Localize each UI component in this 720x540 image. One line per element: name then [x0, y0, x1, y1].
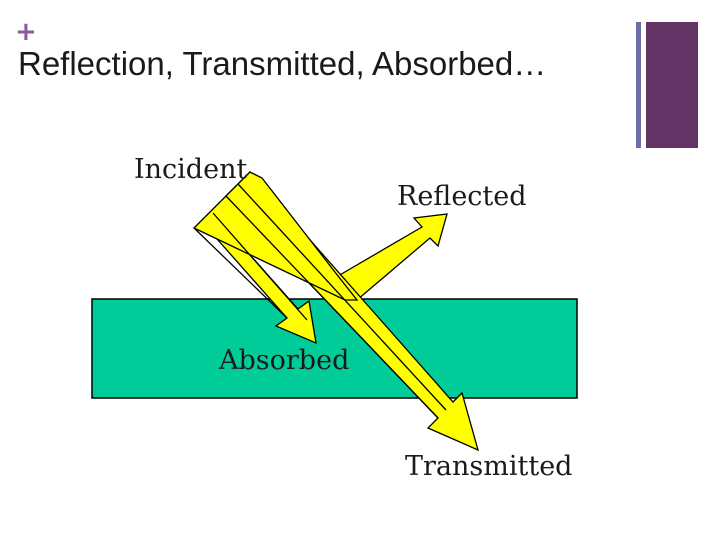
label-reflected: Reflected	[397, 181, 527, 212]
label-incident: Incident	[134, 154, 247, 185]
bullet-plus-icon: +	[15, 17, 37, 47]
label-absorbed: Absorbed	[218, 345, 349, 376]
medium-slab	[91, 298, 578, 399]
beam-edge-line	[225, 195, 439, 419]
label-transmitted: Transmitted	[405, 451, 572, 482]
decorative-bar-thick	[646, 22, 698, 148]
beam-edge-line	[212, 212, 308, 321]
decorative-bar-thin	[636, 22, 641, 148]
incident-outer-band	[192, 171, 359, 301]
beam-edge-line	[193, 227, 288, 319]
beam-edge-line	[237, 183, 447, 411]
reflected-arrow	[337, 213, 448, 301]
slide-title: Reflection, Transmitted, Absorbed…	[18, 45, 547, 82]
